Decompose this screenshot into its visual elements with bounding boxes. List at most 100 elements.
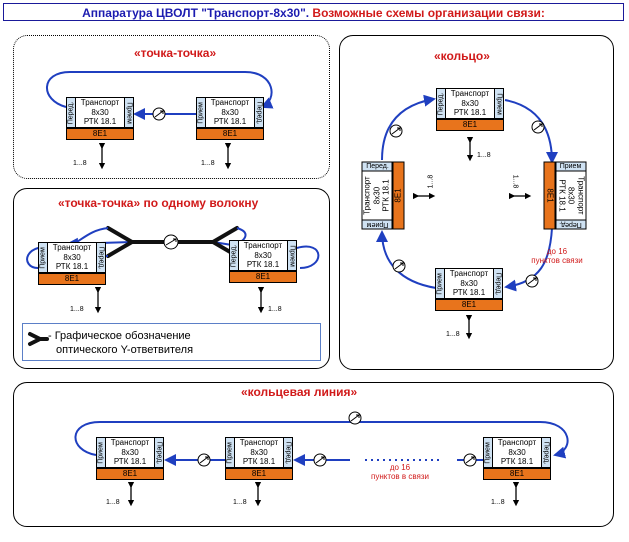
port-range-label: 1...8: [70, 306, 84, 313]
port-range-label: 1...8: [491, 499, 505, 506]
unit-body: Транспорт 8х30 РТК 18.1: [493, 437, 541, 468]
unit-tx-side: Перед.: [96, 242, 106, 273]
unit-rx-side: Прием: [555, 161, 587, 172]
unit-model: РТК 18.1: [113, 457, 147, 466]
unit-tx-side: Перед.: [254, 97, 264, 128]
unit-model: РТК 18.1: [500, 457, 534, 466]
port-range-label: 1...8: [73, 160, 87, 167]
panel-title-p2p: «точка-точка»: [134, 46, 217, 60]
unit-rx-side: Прием: [287, 240, 297, 271]
unit-sf-right: Перед. Транспорт 8х30 РТК 18.1 Прием 8Е1: [229, 240, 297, 283]
panel-title-ring: «кольцо»: [434, 49, 490, 63]
unit-body: Транспорт 8х30 РТК 18.1: [106, 437, 154, 468]
unit-tx-side: Перед.: [555, 219, 587, 230]
legend-line1: - Графическое обозначение: [48, 330, 191, 342]
panel-title-ring-line: «кольцевая линия»: [241, 385, 358, 399]
title-schemes: Возможные схемы организации связи:: [309, 6, 545, 20]
unit-capacity: 8х30: [567, 186, 576, 205]
unit-body: Транспорт 8х30 РТК 18.1: [446, 88, 494, 119]
unit-ring-left: Прием Транспорт 8х30 РТК 18.1 Перед. 8Е1: [361, 161, 405, 230]
unit-rx-side: Прием: [124, 97, 134, 128]
unit-interface: 8Е1: [392, 161, 405, 230]
port-range-label: 1...8: [477, 152, 491, 159]
unit-name: Транспорт: [52, 243, 92, 252]
unit-interface: 8Е1: [66, 128, 134, 140]
legend-line2: оптического Y-ответвителя: [56, 344, 194, 356]
panel-ring-line: [13, 382, 614, 527]
unit-model: РТК 18.1: [83, 117, 117, 126]
legend-text: - Графическое обозначение оптического Y-…: [48, 329, 193, 357]
unit-rx-side: Прием: [96, 437, 106, 468]
unit-model: РТК 18.1: [453, 108, 487, 117]
unit-interface: 8Е1: [196, 128, 264, 140]
unit-rx-side: Прием: [196, 97, 206, 128]
unit-capacity: 8х30: [254, 250, 272, 260]
unit-ring-bottom: Прием Транспорт 8х30 РТК 18.1 Перед. 8Е1: [435, 268, 503, 311]
panel-point-to-point: [13, 35, 330, 179]
unit-capacity: 8х30: [508, 447, 526, 457]
port-range-label: 1...8: [233, 499, 247, 506]
unit-name: Транспорт: [450, 89, 490, 98]
unit-interface: 8Е1: [38, 273, 106, 285]
unit-model: РТК 18.1: [381, 179, 391, 212]
port-range-label: 1...8: [446, 331, 460, 338]
unit-rx-side: Прием: [225, 437, 235, 468]
ring-line-capacity-note: до 16 пунктов в связи: [360, 463, 440, 481]
unit-capacity: 8х30: [91, 107, 109, 117]
unit-body: Транспорт 8х30 РТК 18.1: [76, 97, 124, 128]
ring-line-note-line2: пунктов в связи: [371, 472, 429, 481]
port-range-label: 1...8: [427, 174, 435, 189]
unit-sf-left: Прием Транспорт 8х30 РТК 18.1 Перед. 8Е1: [38, 242, 106, 285]
legend-box: [22, 323, 321, 361]
unit-rx-side: Прием: [435, 268, 445, 299]
unit-name: Транспорт: [576, 176, 586, 215]
port-range-label: 1...8: [511, 174, 519, 189]
unit-name: Транспорт: [110, 438, 150, 447]
unit-name: Транспорт: [497, 438, 537, 447]
unit-body: Транспорт 8х30 РТК 18.1: [555, 171, 587, 220]
unit-tx-side: Перед.: [66, 97, 76, 128]
unit-capacity: 8х30: [221, 107, 239, 117]
unit-tx-side: Перед.: [361, 161, 393, 172]
unit-capacity: 8х30: [250, 447, 268, 457]
unit-tx-side: Перед.: [493, 268, 503, 299]
unit-interface: 8Е1: [96, 468, 164, 480]
unit-model: РТК 18.1: [246, 260, 280, 269]
unit-rl-3: Прием Транспорт 8х30 РТК 18.1 Перед. 8Е1: [483, 437, 551, 480]
panel-title-single-fiber: «точка-точка» по одному волокну: [58, 196, 259, 210]
port-range-label: 1...8: [201, 160, 215, 167]
unit-tx-side: Перед.: [436, 88, 446, 119]
unit-name: Транспорт: [449, 269, 489, 278]
unit-body: Транспорт 8х30 РТК 18.1: [445, 268, 493, 299]
unit-capacity: 8х30: [63, 252, 81, 262]
unit-tx-side: Перед.: [283, 437, 293, 468]
unit-name: Транспорт: [362, 176, 372, 215]
ring-capacity-note: до 16 пунктов связи: [527, 247, 587, 265]
unit-capacity: 8х30: [121, 447, 139, 457]
unit-interface: 8Е1: [543, 161, 556, 230]
unit-model: РТК 18.1: [55, 262, 89, 271]
unit-interface: 8Е1: [225, 468, 293, 480]
unit-body: Транспорт 8х30 РТК 18.1: [206, 97, 254, 128]
unit-tx-side: Перед.: [229, 240, 239, 271]
unit-name: Транспорт: [210, 98, 250, 107]
unit-p2p-left: Перед. Транспорт 8х30 РТК 18.1 Прием 8Е1: [66, 97, 134, 140]
unit-capacity: 8х30: [460, 278, 478, 288]
ring-line-note-line1: до 16: [389, 463, 411, 472]
unit-name: Транспорт: [243, 241, 283, 250]
unit-model: РТК 18.1: [557, 179, 567, 212]
unit-name: Транспорт: [239, 438, 279, 447]
unit-rl-2: Прием Транспорт 8х30 РТК 18.1 Перед. 8Е1: [225, 437, 293, 480]
unit-rx-side: Прием: [38, 242, 48, 273]
panel-ring: [339, 35, 614, 370]
unit-rx-side: Прием: [483, 437, 493, 468]
unit-capacity: 8х30: [372, 186, 381, 205]
port-range-label: 1...8: [106, 499, 120, 506]
panel-single-fiber: [13, 188, 330, 369]
unit-model: РТК 18.1: [452, 288, 486, 297]
unit-ring-right: Прием Транспорт 8х30 РТК 18.1 Перед. 8Е1: [543, 161, 587, 230]
unit-rx-side: Прием: [361, 219, 393, 230]
unit-interface: 8Е1: [435, 299, 503, 311]
unit-tx-side: Перед.: [541, 437, 551, 468]
unit-model: РТК 18.1: [242, 457, 276, 466]
